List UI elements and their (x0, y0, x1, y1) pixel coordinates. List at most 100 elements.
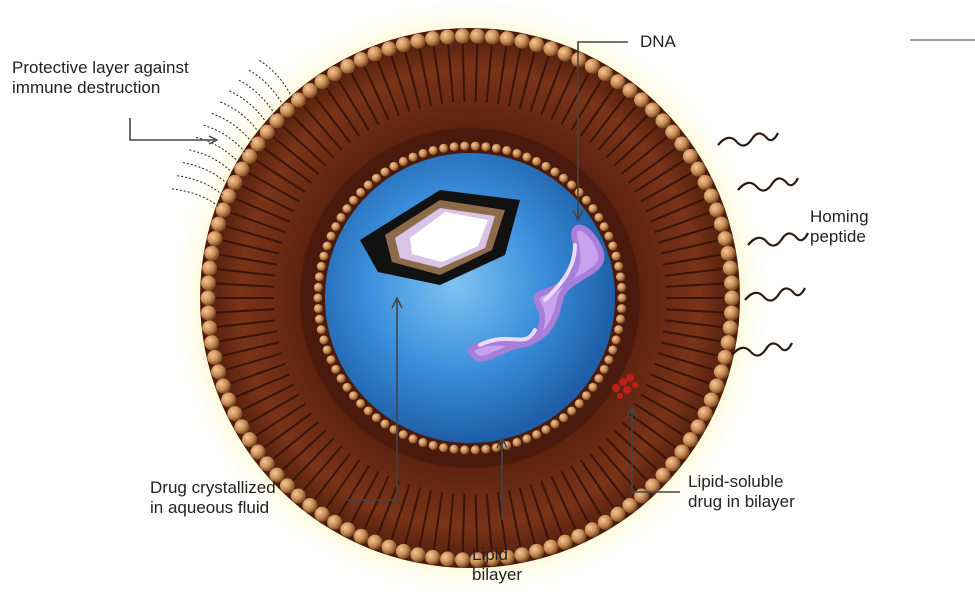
outer-head-bead (622, 497, 638, 513)
outer-head-bead (410, 33, 426, 49)
outer-head-bead (425, 549, 441, 565)
outer-head-bead (720, 335, 736, 351)
polymer-strand (171, 188, 219, 207)
lipid-tail (650, 197, 707, 223)
inner-head-bead (313, 282, 323, 292)
lipid-tail (254, 158, 306, 193)
inner-head-bead (356, 399, 366, 409)
inner-head-bead (408, 434, 418, 444)
inner-head-bead (322, 345, 332, 355)
outer-head-bead (314, 506, 330, 522)
outer-head-groups (200, 28, 740, 568)
lipid-tail (597, 445, 639, 493)
lipid-soluble-drug (612, 374, 638, 399)
polymer-strand (258, 59, 293, 98)
inner-head-groups (313, 141, 627, 455)
dna-label: DNA (640, 32, 676, 51)
lipid-drug-pointer (631, 410, 680, 493)
outer-head-bead (724, 290, 740, 306)
outer-head-bead (655, 113, 671, 129)
inner-head-bead (460, 445, 470, 455)
outer-head-bead (279, 478, 295, 494)
lipid-tail (418, 46, 433, 107)
inner-head-bead (611, 251, 621, 261)
outer-head-bead (207, 231, 223, 247)
outer-head-bead (665, 124, 681, 140)
outer-head-bead (269, 467, 285, 483)
outer-head-bead (250, 444, 266, 460)
lipid-tail (627, 412, 678, 450)
inner-head-bead (342, 204, 352, 214)
inner-head-bead (363, 406, 373, 416)
outer-head-bead (529, 37, 545, 53)
outer-head-bead (221, 392, 237, 408)
homing-peptide-label: Homing peptide (810, 207, 869, 246)
lipid-tail (389, 54, 411, 112)
inner-head-bead (319, 251, 329, 261)
outer-head-bead (200, 305, 216, 321)
lipid-tail (645, 383, 701, 412)
outer-head-bead (340, 58, 356, 74)
inner-head-bead (389, 161, 399, 171)
lipid-tail (224, 352, 283, 372)
inner-head-bead (356, 187, 366, 197)
outer-head-bead (610, 506, 626, 522)
lipid-tail (228, 362, 286, 385)
lipid-tail (228, 211, 286, 234)
inner-head-bead (481, 142, 491, 152)
lipid-tail (485, 493, 493, 554)
inner-head-bead (491, 143, 501, 153)
outer-head-bead (713, 364, 729, 380)
inner-head-bead (614, 261, 624, 271)
lipid-tail (224, 224, 283, 244)
lipid-tail (560, 470, 591, 525)
lipid-tail (664, 319, 725, 329)
inner-head-bead (599, 364, 609, 374)
inner-head-bead (599, 222, 609, 232)
inner-head-bead (574, 187, 584, 197)
inner-head-bead (567, 406, 577, 416)
outer-head-bead (717, 231, 733, 247)
inner-head-bead (322, 241, 332, 251)
lipid-tail (271, 135, 319, 175)
outer-head-bead (597, 66, 613, 82)
outer-head-bead (499, 31, 515, 47)
inner-head-bead (581, 391, 591, 401)
outer-head-bead (543, 539, 559, 555)
polymer-strand (176, 175, 223, 196)
inner-head-bead (371, 413, 381, 423)
inner-head-bead (502, 146, 512, 156)
outer-head-bead (440, 29, 456, 45)
lipid-tail (376, 59, 400, 116)
outer-head-bead (410, 547, 426, 563)
lipid-tail (540, 59, 564, 116)
lipid-tail (640, 393, 694, 425)
lipid-tail (588, 452, 628, 502)
inner-head-bead (604, 231, 614, 241)
lipid-tail (627, 146, 678, 184)
lipid-tail (362, 64, 390, 121)
lipid-tail (324, 459, 361, 510)
polymer-strand (248, 69, 284, 106)
lipid-tail (540, 480, 564, 537)
inner-head-bead (313, 293, 323, 303)
drug-crystal (360, 190, 520, 285)
outer-head-bead (514, 547, 530, 563)
inner-head-bead (314, 272, 324, 282)
inner-head-bead (588, 382, 598, 392)
outer-head-bead (469, 28, 485, 44)
outer-head-bead (314, 74, 330, 90)
outer-head-bead (724, 305, 740, 321)
outer-head-bead (381, 41, 397, 57)
outer-head-bead (250, 136, 266, 152)
outer-head-bead (202, 320, 218, 336)
outer-head-bead (227, 174, 243, 190)
lipid-tail (529, 54, 551, 112)
outer-head-bead (610, 74, 626, 90)
outer-head-bead (200, 290, 216, 306)
outer-head-bead (584, 58, 600, 74)
outer-head-bead (269, 113, 285, 129)
inner-head-bead (616, 272, 626, 282)
inner-head-bead (541, 161, 551, 171)
